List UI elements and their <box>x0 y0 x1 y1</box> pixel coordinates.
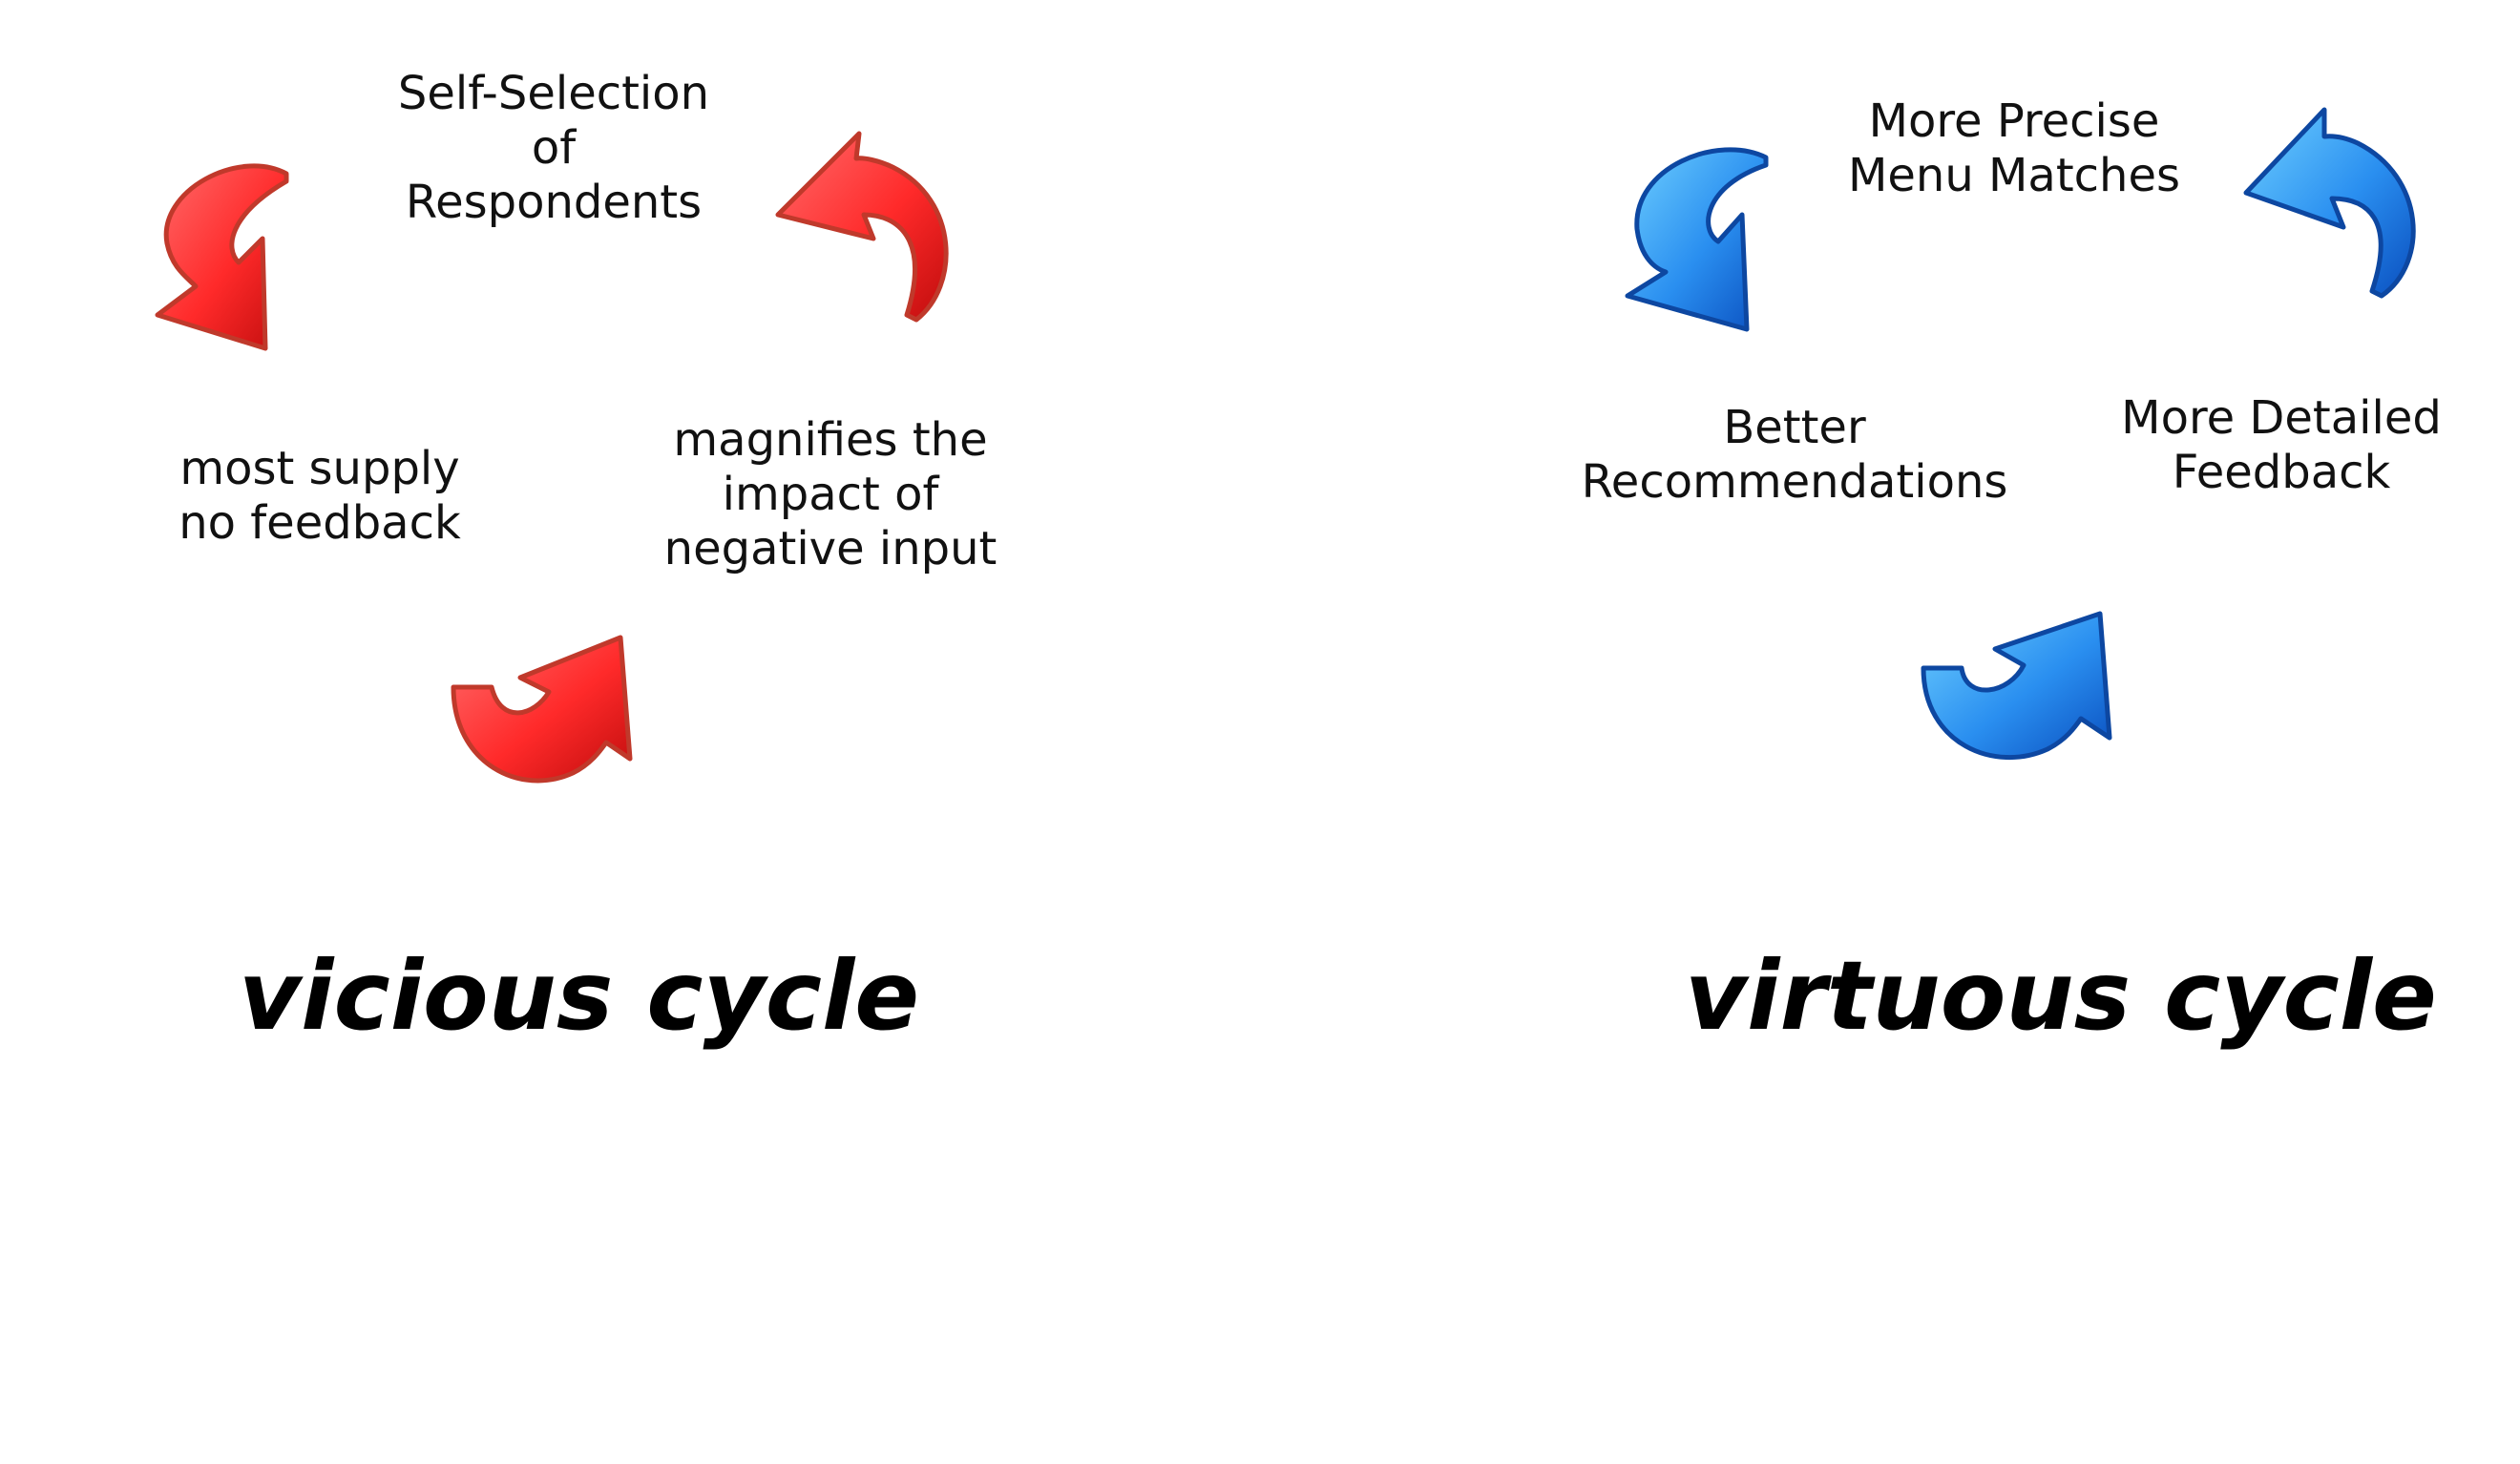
vicious-arrow-left-icon <box>155 163 289 351</box>
virtuous-label-precise-menu: More Precise Menu Matches <box>1847 94 2181 202</box>
vicious-label-no-feedback: most supply no feedback <box>178 442 461 550</box>
vicious-cycle-title: vicious cycle <box>239 940 920 1052</box>
vicious-label-magnifies: magnifies the impact of negative input <box>663 413 998 575</box>
virtuous-cycle-title: virtuous cycle <box>1685 940 2437 1052</box>
virtuous-arrow-left-icon <box>1625 147 1769 332</box>
virtuous-label-detailed-feedback: More Detailed Feedback <box>2121 391 2442 499</box>
vicious-label-self-selection: Self-Selection of Respondents <box>397 67 710 229</box>
vicious-arrow-right-icon <box>775 131 949 323</box>
virtuous-arrow-bottom-icon <box>1921 611 2112 760</box>
virtuous-arrow-right-icon <box>2243 107 2416 299</box>
virtuous-label-better-recommendations: Better Recommendations <box>1581 401 2008 509</box>
vicious-arrow-bottom-icon <box>451 635 633 784</box>
